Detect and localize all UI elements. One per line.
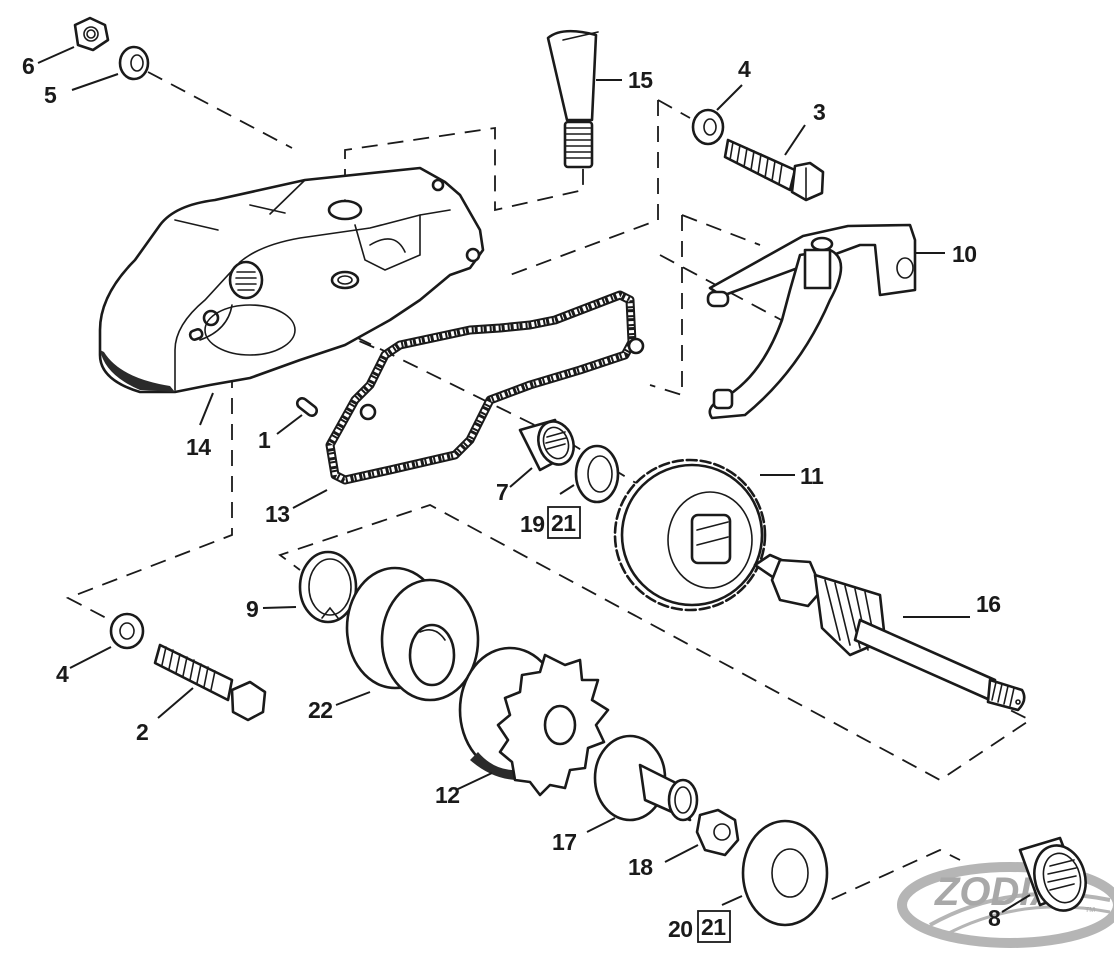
callout-19: 19: [520, 511, 545, 537]
callout-15: 15: [628, 67, 653, 93]
part-15-slotted-stud[interactable]: [546, 29, 599, 169]
callout-4-lower: 4: [56, 661, 69, 687]
part-20-flat-washer[interactable]: [741, 819, 829, 927]
part-6-hex-nut[interactable]: [73, 16, 110, 52]
part-1-dowel-pin[interactable]: [295, 396, 319, 417]
part-4-washer-upper[interactable]: [691, 108, 725, 146]
part-11-clutch-gear[interactable]: [613, 458, 767, 612]
part-22-pulley-collar[interactable]: [345, 566, 480, 702]
callout-7: 7: [496, 479, 508, 505]
part-16-pinion-shaft[interactable]: [753, 553, 1026, 712]
leader-lines: [37, 46, 1031, 913]
callout-12: 12: [435, 782, 460, 808]
part-17-spacer-bushing[interactable]: [593, 734, 699, 822]
part-8-needle-bearing[interactable]: [1018, 836, 1093, 916]
part-7-needle-bearing[interactable]: [518, 417, 579, 472]
callout-8: 8: [988, 905, 1001, 931]
callout-17: 17: [552, 829, 577, 855]
kit-ref-21-upper: 21: [551, 510, 576, 536]
callout-4-upper: 4: [738, 56, 751, 82]
part-14-drive-housing[interactable]: [98, 166, 485, 394]
kit-ref-box-19: [547, 506, 581, 539]
callout-2: 2: [136, 719, 148, 745]
part-19-thrust-washer[interactable]: [574, 444, 620, 504]
callout-11: 11: [800, 463, 824, 489]
part-9-retaining-ring[interactable]: [298, 550, 358, 624]
callout-22: 22: [308, 697, 333, 723]
callout-3: 3: [813, 99, 825, 125]
callout-5: 5: [44, 82, 57, 108]
callout-6: 6: [22, 53, 34, 79]
part-10-shifter-fork-lever[interactable]: [706, 223, 917, 420]
callout-10: 10: [952, 241, 977, 267]
callout-1: 1: [258, 427, 271, 453]
kit-ref-box-20: [697, 910, 731, 943]
callout-16: 16: [976, 591, 1001, 617]
callout-labels: 6 5 15 4 3 10 11 14 1 13 7 19 21 16 9 4 …: [22, 53, 1002, 943]
callout-20: 20: [668, 916, 693, 942]
callout-14: 14: [186, 434, 211, 460]
kit-ref-21-lower: 21: [701, 914, 726, 940]
callout-9: 9: [246, 596, 258, 622]
part-12-pinion-gear[interactable]: [458, 646, 610, 797]
callout-18: 18: [628, 854, 653, 880]
part-2-hex-bolt[interactable]: [153, 643, 267, 722]
part-4-washer-lower[interactable]: [109, 612, 145, 650]
part-18-acorn-nut[interactable]: [695, 808, 740, 857]
part-13-gasket[interactable]: [325, 290, 645, 485]
part-3-hex-bolt[interactable]: [723, 138, 825, 202]
trademark-mark: TM: [1085, 907, 1095, 914]
callout-13: 13: [265, 501, 290, 527]
part-5-lock-washer[interactable]: [118, 45, 150, 81]
